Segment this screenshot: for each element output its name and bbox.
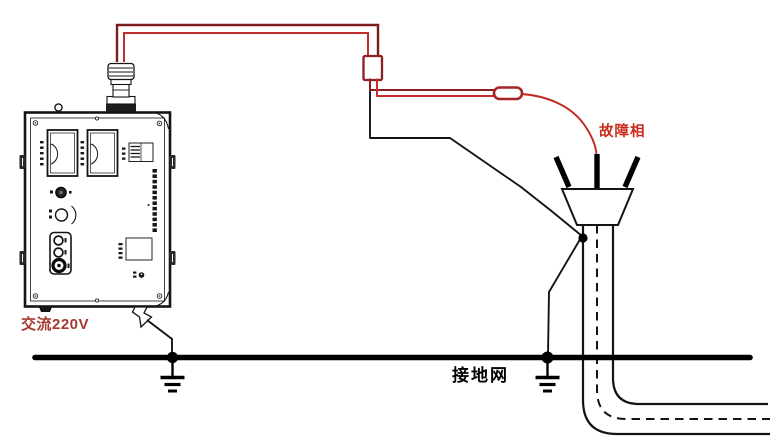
phase-stub-left xyxy=(553,155,572,189)
corner-bracket-top-right xyxy=(153,111,170,130)
junction-node-right xyxy=(541,351,554,364)
cable-core-dashed-line xyxy=(596,225,770,420)
control-panel-group xyxy=(49,231,72,275)
fault-phase-label: 故障相 xyxy=(599,122,646,140)
hv-bushing-icon xyxy=(106,62,136,112)
button-icon xyxy=(53,247,64,258)
meter-dial-arc xyxy=(50,143,59,165)
corner-bracket-bottom-right xyxy=(153,291,170,308)
analog-meter-left xyxy=(46,129,79,177)
hv-lead-outer-wire xyxy=(115,23,380,62)
junction-node-sheath xyxy=(578,233,588,243)
nameplate-vertical-microtext xyxy=(147,169,157,232)
cable-outer-sheath-left xyxy=(581,225,770,436)
earth-symbol-right xyxy=(535,358,560,393)
power-knob-icon xyxy=(51,257,67,274)
indicator-knob-icon xyxy=(50,186,72,199)
cable-phase-stubs xyxy=(553,154,641,189)
analog-meter-right xyxy=(86,129,119,177)
instrument-ground-wire xyxy=(146,319,173,354)
cable-outer-sheath-right xyxy=(611,225,768,406)
cable-run xyxy=(581,225,770,436)
meter-microtext-middle xyxy=(80,141,85,166)
rotary-switch-icon xyxy=(49,205,77,225)
test-instrument xyxy=(19,62,176,329)
pilot-lamp-icon xyxy=(133,271,145,278)
lead-junction-plug xyxy=(362,54,384,82)
fuse-block-icon xyxy=(128,142,154,162)
termination-body xyxy=(560,188,635,226)
meter-dial-arc xyxy=(90,143,99,165)
lead-sleeve-connector xyxy=(492,86,524,101)
button-icon xyxy=(53,235,64,246)
cabinet-foot xyxy=(39,307,52,312)
sheath-ground-wire xyxy=(547,235,583,355)
phase-stub-right xyxy=(622,155,641,189)
top-eyelet-icon xyxy=(54,103,63,112)
test-lead-lower-wire xyxy=(376,78,498,97)
shield-return-lead xyxy=(369,80,583,237)
earth-symbol-left xyxy=(160,358,185,393)
fault-phase-lead-wire xyxy=(521,93,598,155)
screw-dots xyxy=(34,122,161,297)
meter-microtext-left xyxy=(40,141,44,166)
display-module-icon xyxy=(118,237,153,261)
junction-node-left xyxy=(166,351,179,364)
ground-grid-label: 接地网 xyxy=(452,365,509,385)
ac-supply-label: 交流220V xyxy=(21,315,89,333)
cable-termination xyxy=(553,154,641,226)
ground-clamp-icon xyxy=(131,306,153,329)
panel-screw-icons xyxy=(32,116,163,303)
test-lead-upper-wire xyxy=(369,78,498,91)
side-latch-slots xyxy=(22,158,173,262)
hv-lead-inner-wire xyxy=(123,32,369,62)
microtext-col-right-of-meters xyxy=(122,147,126,160)
